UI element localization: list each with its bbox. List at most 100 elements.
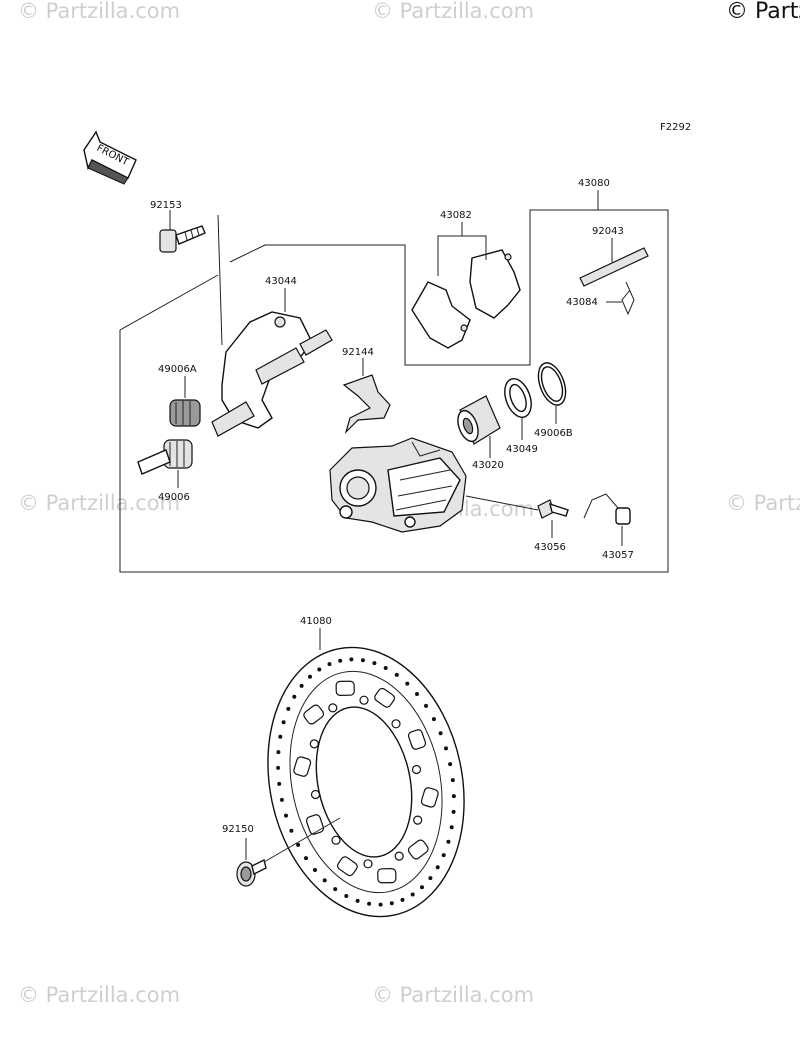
label-92144: 92144 bbox=[342, 347, 374, 358]
disc-hole bbox=[449, 825, 454, 830]
label-92043: 92043 bbox=[592, 226, 624, 237]
disc-bolt-hole bbox=[328, 703, 338, 713]
disc-hole bbox=[450, 778, 455, 783]
label-49006: 49006 bbox=[158, 492, 190, 503]
disc-hole bbox=[333, 887, 338, 892]
disc-hole bbox=[278, 734, 283, 739]
disc-hole bbox=[446, 839, 451, 844]
disc-hole bbox=[451, 809, 456, 814]
label-43084: 43084 bbox=[566, 297, 598, 308]
disc-hole bbox=[389, 901, 394, 906]
bleed-valve-43056 bbox=[537, 499, 569, 519]
disc-hole bbox=[284, 813, 288, 818]
disc-hole bbox=[372, 661, 377, 666]
disc-hole bbox=[360, 658, 365, 663]
label-43080: 43080 bbox=[578, 178, 610, 189]
caliper-bracket-43044 bbox=[211, 311, 333, 437]
copyright-notice: © Partzilla.com bbox=[726, 0, 800, 24]
caliper-body bbox=[329, 437, 467, 533]
label-49006A: 49006A bbox=[158, 364, 197, 375]
watermark: © Partzilla.com bbox=[372, 0, 534, 23]
label-43049: 43049 bbox=[506, 444, 538, 455]
disc-bolt-hole bbox=[413, 815, 423, 825]
pad-pin-92043 bbox=[579, 247, 649, 287]
disc-slot bbox=[420, 787, 439, 808]
disc-bolt-hole bbox=[309, 739, 319, 749]
disc-slot bbox=[407, 839, 429, 860]
pad-spring-92144 bbox=[342, 374, 391, 435]
disc-bolt-hole bbox=[310, 789, 321, 800]
disc-hole bbox=[327, 662, 332, 667]
disc-hole bbox=[424, 703, 428, 708]
disc-bolt-hole bbox=[363, 859, 373, 869]
disc-hole bbox=[276, 750, 281, 755]
dust-seal-49006B bbox=[537, 362, 567, 406]
bolt-92153 bbox=[159, 225, 206, 253]
disc-hole bbox=[308, 674, 312, 679]
disc-bolt-92150 bbox=[236, 858, 267, 887]
disc-hole bbox=[441, 853, 446, 858]
label-43057: 43057 bbox=[602, 550, 634, 561]
disc-slot bbox=[377, 868, 397, 884]
disc-slot bbox=[335, 680, 355, 696]
disc-hole bbox=[296, 842, 301, 847]
label-92150: 92150 bbox=[222, 824, 254, 835]
watermark: © Partzilla.com bbox=[18, 0, 180, 23]
disc-hole bbox=[451, 794, 456, 799]
label-92153: 92153 bbox=[150, 200, 182, 211]
disc-hole bbox=[444, 746, 448, 751]
disc-hole bbox=[400, 897, 405, 902]
disc-bolt-hole bbox=[331, 835, 341, 845]
brake-pads-43082 bbox=[411, 249, 521, 349]
disc-slot bbox=[374, 687, 396, 708]
disc-slot bbox=[293, 756, 312, 777]
disc-hole bbox=[344, 894, 349, 898]
disc-bolt-hole bbox=[394, 851, 404, 861]
disc-slot bbox=[407, 729, 427, 750]
disc-slot bbox=[305, 814, 325, 835]
disc-hole bbox=[394, 672, 399, 677]
front-arrow-icon: FRONT bbox=[83, 130, 137, 185]
disc-hole bbox=[279, 797, 284, 802]
piston-seal-43049 bbox=[504, 378, 532, 418]
disc-hole bbox=[289, 828, 294, 833]
label-43082: 43082 bbox=[440, 210, 472, 221]
disc-hole bbox=[322, 878, 327, 883]
disc-hole bbox=[299, 683, 304, 688]
disc-hole bbox=[313, 868, 317, 872]
disc-hole bbox=[448, 762, 453, 767]
disc-hole bbox=[431, 717, 436, 722]
disc-hole bbox=[405, 681, 410, 686]
disc-bolt-hole bbox=[359, 695, 369, 705]
disc-hole bbox=[415, 692, 419, 696]
disc-hole bbox=[383, 666, 388, 670]
bleed-cap-43057 bbox=[583, 493, 631, 525]
label-43056: 43056 bbox=[534, 542, 566, 553]
caliper-assembly-frame bbox=[119, 209, 669, 573]
disc-hole bbox=[349, 657, 354, 662]
watermark: © Partzilla.com bbox=[18, 491, 180, 515]
label-41080: 41080 bbox=[300, 616, 332, 627]
watermark: © Partzilla.com bbox=[372, 983, 534, 1007]
disc-hole bbox=[435, 865, 440, 870]
brake-disc-41080 bbox=[267, 646, 465, 918]
figure-code: F2292 bbox=[660, 122, 691, 133]
label-49006B: 49006B bbox=[534, 428, 573, 439]
disc-slot bbox=[336, 856, 358, 877]
disc-hole bbox=[277, 781, 282, 786]
label-43044: 43044 bbox=[265, 276, 297, 287]
boot-49006 bbox=[137, 439, 193, 475]
disc-hole bbox=[355, 898, 360, 903]
disc-hole bbox=[367, 901, 372, 906]
label-43020: 43020 bbox=[472, 460, 504, 471]
boot-49006A bbox=[169, 399, 201, 427]
disc-hole bbox=[420, 885, 424, 890]
disc-hole bbox=[304, 856, 308, 861]
watermark: © Partzilla.com bbox=[726, 491, 800, 515]
disc-hole bbox=[276, 765, 281, 770]
disc-hole bbox=[281, 720, 286, 725]
disc-hole bbox=[438, 731, 443, 736]
disc-hole bbox=[286, 706, 291, 711]
disc-hole bbox=[317, 667, 322, 672]
